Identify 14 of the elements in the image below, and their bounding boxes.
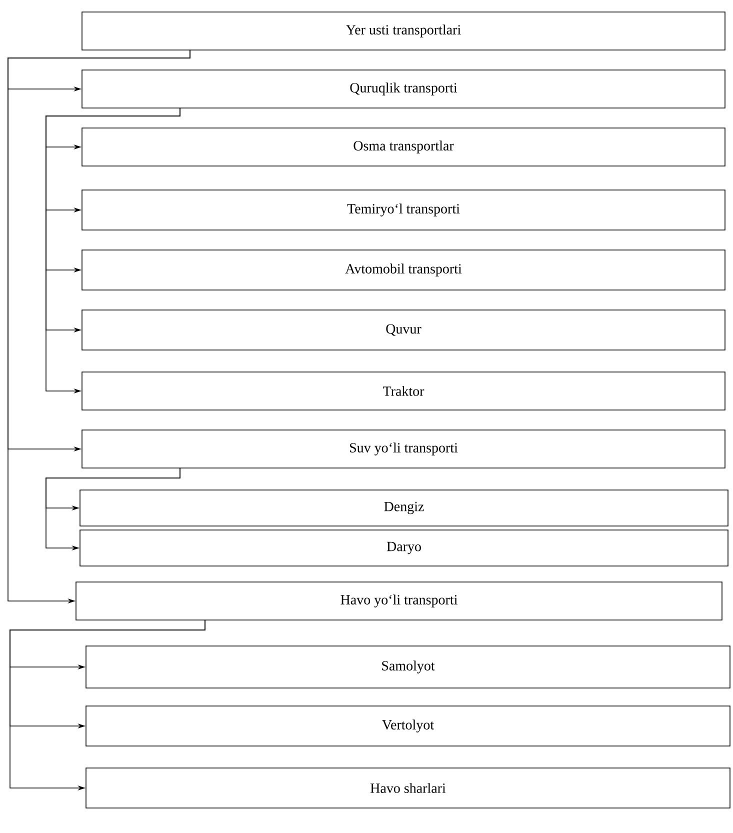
category-box: Havo yo‘li transporti	[76, 582, 722, 620]
category-box: Quruqlik transporti	[82, 70, 726, 108]
category-box: Traktor	[82, 372, 726, 410]
category-box: Dengiz	[80, 490, 728, 526]
category-box: Yer usti transportlari	[82, 12, 726, 50]
category-box: Havo sharlari	[86, 768, 730, 808]
category-box: Suv yo‘li transporti	[82, 430, 726, 468]
category-box: Osma transportlar	[82, 128, 726, 166]
category-box: Samolyot	[86, 646, 730, 688]
category-box: Daryo	[80, 530, 728, 566]
category-box: Temiryo‘l transporti	[82, 190, 726, 230]
category-box: Avtomobil transporti	[82, 250, 726, 290]
category-box: Quvur	[82, 310, 726, 350]
category-box: Vertolyot	[86, 706, 730, 746]
